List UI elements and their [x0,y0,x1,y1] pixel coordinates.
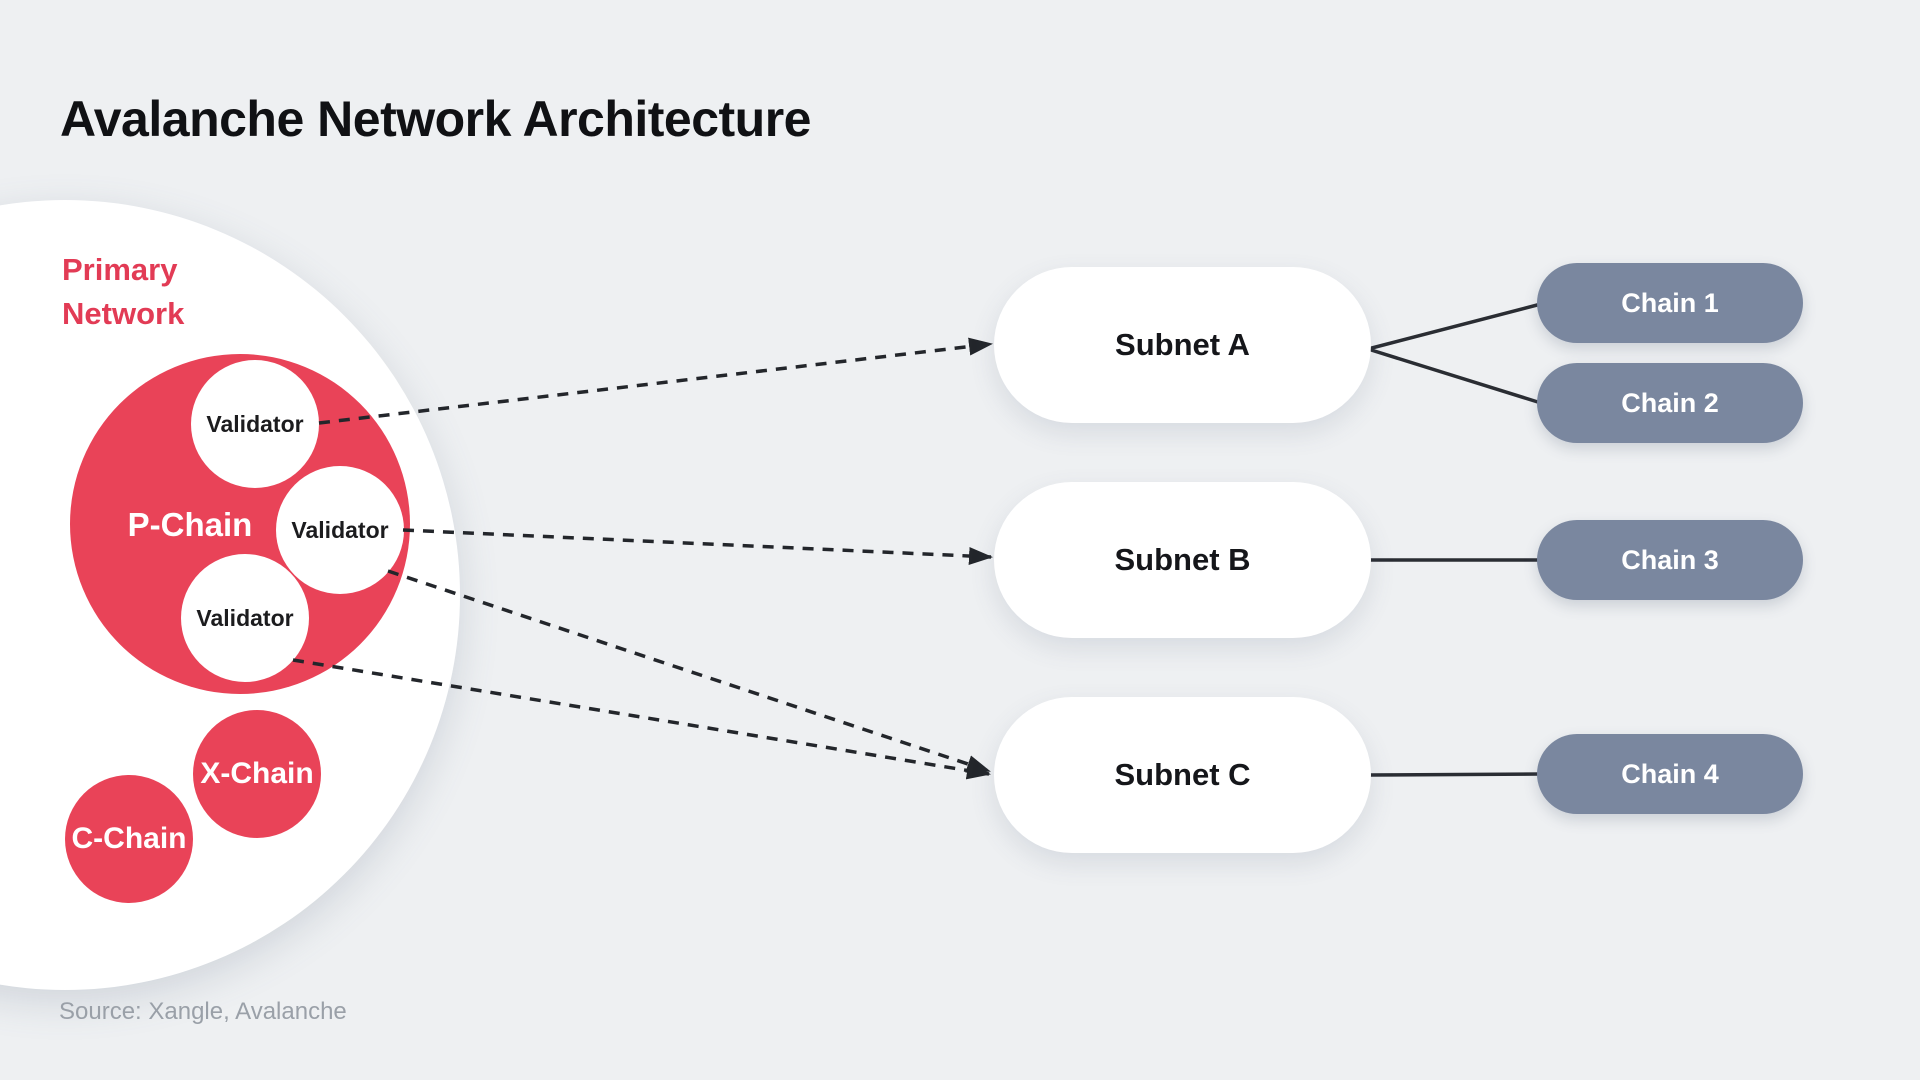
validator-node-3: Validator [181,554,309,682]
chain-3-node: Chain 3 [1537,520,1803,600]
primary-network-label: Primary Network [62,252,185,332]
chain-2-node: Chain 2 [1537,363,1803,443]
dashed-arrow-validator2-subnetB [402,528,993,565]
dashed-arrow-validator2-subnetC [387,569,991,773]
x-chain-label: X-Chain [200,757,314,790]
link-subnetC-chain4 [1368,772,1542,777]
validator-label: Validator [291,516,389,543]
chain-4-label: Chain 4 [1621,758,1719,789]
chain-1-node: Chain 1 [1537,263,1803,343]
c-chain-label: C-Chain [71,822,187,855]
subnet-a-label: Subnet A [1115,327,1250,362]
chain-2-label: Chain 2 [1621,387,1719,418]
dashed-arrow-validator1-subnetA [318,337,993,425]
subnet-c-label: Subnet C [1114,757,1251,792]
validator-label: Validator [196,604,294,631]
validator-node-1: Validator [191,360,319,488]
x-chain-circle: X-Chain [193,710,321,838]
chain-4-node: Chain 4 [1537,734,1803,814]
subnet-a-node: Subnet A [994,267,1371,423]
c-chain-circle: C-Chain [65,775,193,903]
validator-label: Validator [206,410,304,437]
link-subnetA-chain2 [1367,347,1542,405]
p-chain-label: P-Chain [127,506,253,543]
subnet-b-node: Subnet B [994,482,1371,638]
subnet-b-label: Subnet B [1114,542,1251,577]
subnet-c-node: Subnet C [994,697,1371,853]
page-title: Avalanche Network Architecture [60,91,812,147]
source-note: Source: Xangle, Avalanche [59,998,347,1025]
chain-3-label: Chain 3 [1621,544,1719,575]
chain-1-label: Chain 1 [1621,287,1719,318]
validator-node-2: Validator [276,466,404,594]
link-subnetA-chain1 [1367,302,1542,351]
